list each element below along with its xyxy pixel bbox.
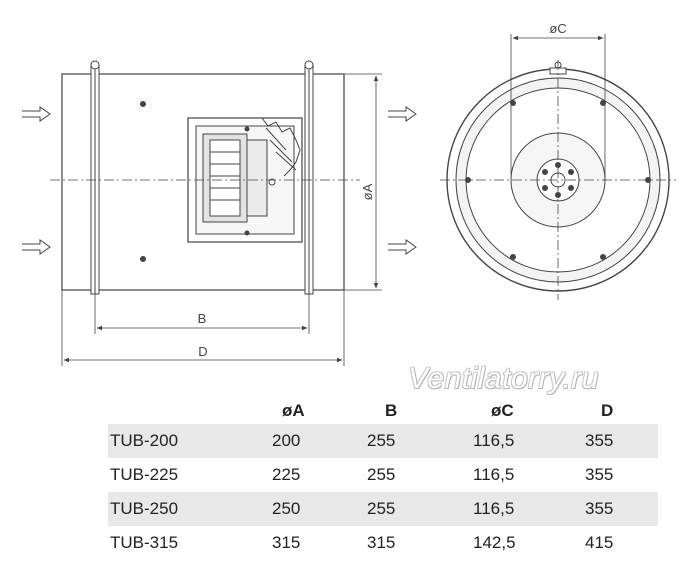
bolt-icon [510,100,516,106]
airflow-arrow-icon [388,239,417,255]
bolt-icon [600,100,606,106]
cell-dim-c: 116,5 [473,424,585,458]
cell-dim-b: 255 [367,424,473,458]
airflow-arrow-icon [22,239,51,255]
table-row: TUB-200 200 255 116,5 355 [108,424,658,458]
cell-dim-d: 355 [585,465,614,484]
airflow-arrow-icon [388,106,417,122]
cell-model: TUB-250 [108,492,272,526]
header-dim-b: B [385,401,398,420]
dimension-label-c: øC [549,21,566,36]
airflow-arrow-icon [22,106,51,122]
side-view [22,60,417,366]
cell-model: TUB-225 [110,465,179,484]
cell-dim-d: 415 [585,533,614,552]
header-dim-d: D [601,401,614,420]
cell-model: TUB-200 [108,424,272,458]
table-header-row: øA B øC D [108,398,658,424]
header-model [108,398,272,424]
dimension-d [61,290,345,366]
mounting-clamp-right [304,60,314,295]
cell-dim-a: 315 [272,533,301,552]
clamp-icon [549,67,567,75]
technical-drawing: øA B D øC [22,21,676,366]
bolt-icon [510,254,516,260]
bolt-icon [140,256,146,262]
dimension-label-a: øA [360,183,375,200]
specification-table: øA B øC D TUB-200 200 255 116,5 355 TUB-… [108,398,658,560]
bolt-icon [140,101,146,107]
dimension-a [344,73,382,291]
header-dim-a: øA [282,401,305,420]
table-row: TUB-315 315 315 142,5 415 [108,526,658,560]
table-row: TUB-225 225 255 116,5 355 [108,458,658,492]
cell-dim-c: 142,5 [473,533,516,552]
cell-model: TUB-315 [110,533,179,552]
cell-dim-a: 200 [272,424,367,458]
cell-dim-b: 315 [367,533,396,552]
watermark: Ventilatorry.ru [408,362,599,395]
bolt-icon [600,254,606,260]
cell-dim-c: 116,5 [473,492,585,526]
dimension-b [94,294,310,334]
cell-dim-b: 255 [367,492,473,526]
cell-dim-d: 355 [585,492,658,526]
cell-dim-d: 355 [585,424,658,458]
front-view [440,34,676,300]
table-row: TUB-250 250 255 116,5 355 [108,492,658,526]
header-dim-c: øC [491,401,514,420]
cell-dim-a: 225 [272,465,301,484]
cell-dim-b: 255 [367,465,396,484]
cell-dim-c: 116,5 [473,465,515,484]
mounting-clamp-left [90,60,100,295]
dimension-label-b: B [198,311,207,326]
dimension-label-d: D [198,344,207,359]
duct-body [61,73,345,291]
cell-dim-a: 250 [272,492,367,526]
dimension-c [510,34,606,178]
